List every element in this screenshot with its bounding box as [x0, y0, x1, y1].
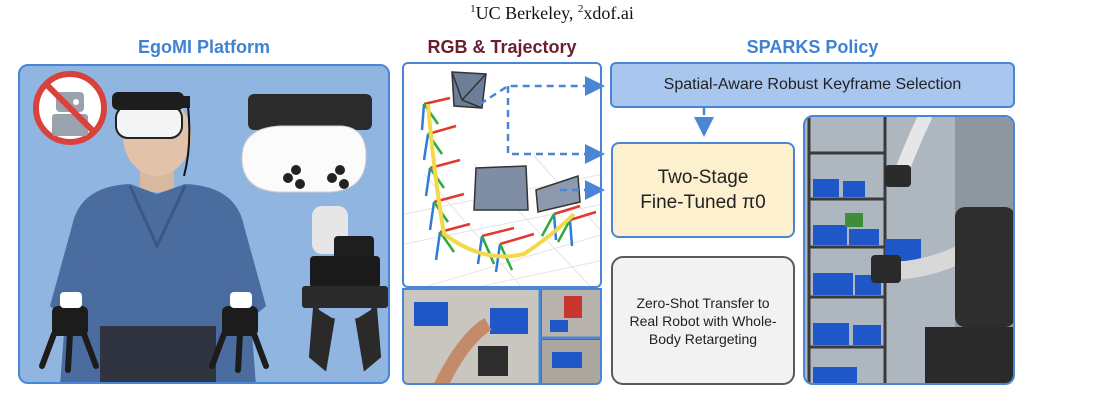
trajectory-plot — [404, 71, 600, 286]
robot-photo-panel — [803, 115, 1015, 385]
affiliation-1: UC Berkeley, — [475, 3, 578, 23]
egomi-illustration — [33, 71, 388, 382]
affiliation-line: 1UC Berkeley, 2xdof.ai — [0, 0, 1104, 22]
gripper-product — [302, 206, 388, 372]
camera-frustums — [451, 71, 581, 213]
rgb-trajectory-title: RGB & Trajectory — [427, 37, 577, 57]
policy-line-2: Fine-Tuned π0 — [640, 192, 766, 213]
affiliation-2: xdof.ai — [583, 3, 634, 23]
affiliation-1-sup: 1 — [470, 3, 476, 15]
headset-product — [241, 94, 372, 193]
arrow-to-keyframe — [479, 76, 605, 106]
egomi-title: EgoMI Platform — [137, 37, 270, 57]
arrow-to-policy-top — [506, 86, 605, 164]
robot-scene — [805, 117, 1013, 383]
robot-arms — [871, 117, 1013, 383]
rgb-thumbnails-art — [404, 290, 600, 383]
left-gripper — [39, 292, 99, 373]
shelf-item — [845, 213, 863, 227]
egomi-platform-panel — [18, 64, 390, 384]
worn-headset — [112, 92, 191, 177]
policy-box: Two-Stage Fine-Tuned π0 — [611, 142, 795, 238]
right-gripper — [209, 292, 269, 373]
keyframe-selection-box: Spatial-Aware Robust Keyframe Selection — [610, 62, 1015, 108]
trajectory-path — [426, 103, 576, 259]
policy-line-1: Two-Stage — [657, 167, 749, 188]
no-robot-icon — [33, 71, 107, 145]
affiliation-2-sup: 2 — [577, 3, 584, 15]
trajectory-panel — [402, 62, 602, 288]
rgb-thumbnails — [402, 288, 602, 385]
zero-shot-transfer-box: Zero-Shot Transfer to Real Robot with Wh… — [611, 256, 795, 385]
sparks-title: SPARKS Policy — [746, 37, 879, 57]
